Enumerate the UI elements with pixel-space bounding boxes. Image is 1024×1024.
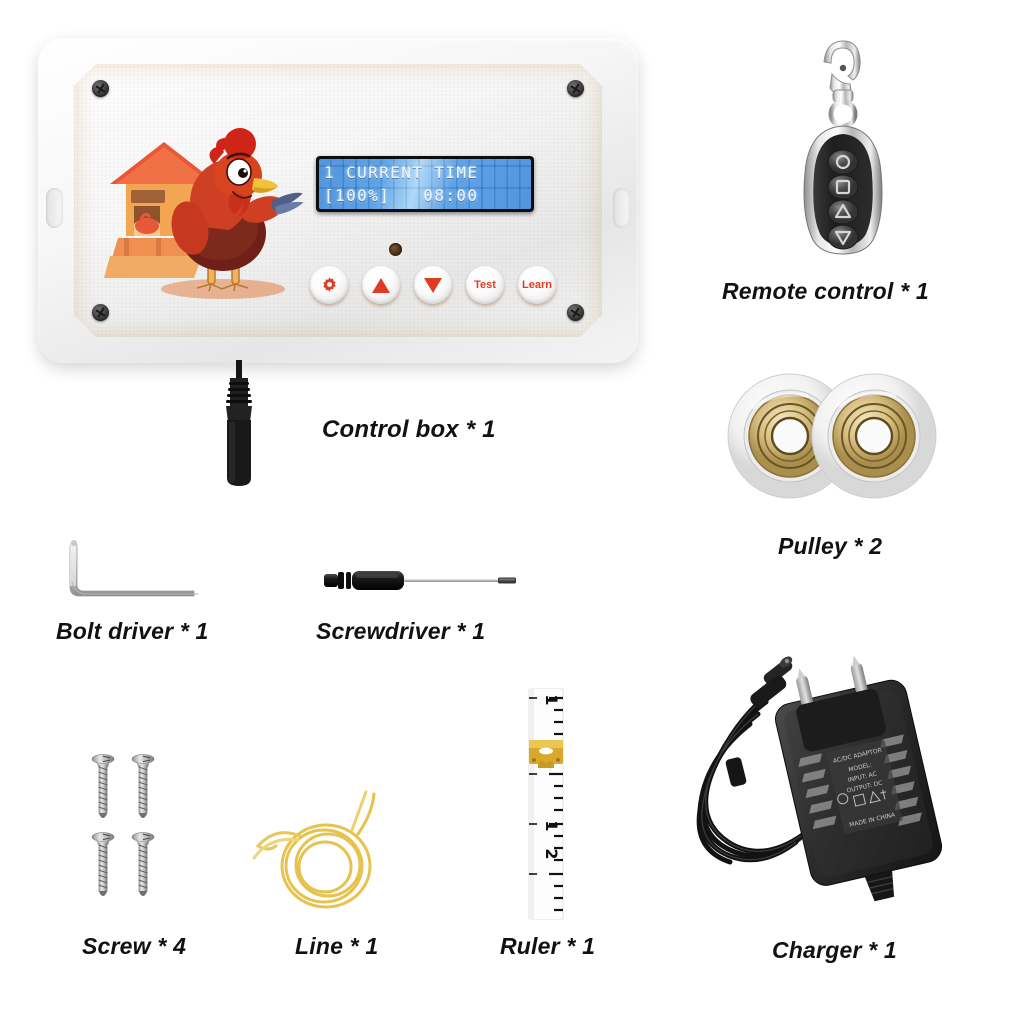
caption-pulley: Pulley * 2	[778, 533, 883, 559]
down-button	[827, 224, 859, 250]
test-button[interactable]: Test	[466, 266, 504, 304]
pulley-wheel-2	[811, 373, 937, 499]
power-adapter-charger: AC/DC ADAPTOR MODEL: INPUT: AC OUTPUT: D…	[696, 655, 943, 902]
case-screw-bottom-left	[92, 304, 109, 321]
circle-icon	[835, 154, 851, 170]
screw-4	[131, 832, 155, 897]
control-button-row: Test Learn	[310, 266, 556, 304]
adapter-label: AC/DC ADAPTOR MODEL: INPUT: AC OUTPUT: D…	[826, 739, 903, 834]
up-button	[827, 199, 859, 225]
remote-buttons	[827, 149, 859, 250]
caption-line: Line * 1	[295, 933, 379, 959]
caption-control-box: Control box * 1	[322, 416, 496, 443]
learn-button[interactable]: Learn	[518, 266, 556, 304]
caption-ruler: Ruler * 1	[500, 933, 596, 959]
triangle-up-icon	[372, 277, 390, 293]
caption-screw: Screw * 4	[82, 933, 187, 959]
up-button[interactable]	[362, 266, 400, 304]
square-icon	[835, 179, 851, 195]
tape-measure: 1 1 2	[528, 688, 564, 920]
mounting-ear-left	[46, 188, 63, 228]
screw-set	[91, 754, 155, 897]
triangle-up-icon	[834, 203, 852, 219]
svg-text:1: 1	[542, 694, 561, 705]
bolt-driver-hex-key	[69, 540, 198, 597]
screw-2	[131, 754, 155, 819]
keyring-clasp	[823, 40, 861, 129]
svg-text:1: 1	[542, 820, 561, 831]
svg-text:2: 2	[542, 848, 561, 859]
mounting-ear-right	[613, 188, 630, 228]
screw-3	[91, 832, 115, 897]
case-screw-bottom-right	[567, 304, 584, 321]
gear-icon	[322, 276, 336, 292]
lcd-line-1: 1 CURRENT TIME	[324, 163, 479, 182]
settings-button[interactable]	[310, 266, 348, 304]
caption-screwdriver: Screwdriver * 1	[316, 618, 486, 644]
lcd-line-2: [100%] 08:00	[324, 186, 479, 205]
rooster-artwork	[104, 128, 304, 299]
screw-1	[91, 754, 115, 819]
led-indicator	[389, 243, 402, 256]
caption-remote-control: Remote control * 1	[722, 278, 929, 304]
down-button[interactable]	[414, 266, 452, 304]
triangle-down-icon	[834, 230, 852, 246]
caption-charger: Charger * 1	[772, 937, 897, 963]
dc-barrel-tip	[750, 656, 793, 708]
case-screw-top-left	[92, 80, 109, 97]
screwdriver	[324, 571, 516, 590]
remote-control	[803, 40, 883, 255]
caption-bolt-driver: Bolt driver * 1	[56, 618, 209, 644]
eu-plug-pins	[796, 655, 886, 752]
triangle-down-icon	[424, 277, 442, 293]
control-box: 1 CURRENT TIME [100%] 08:00 Test Learn	[38, 38, 638, 486]
circle-button	[827, 149, 859, 175]
lcd-display: 1 CURRENT TIME [100%] 08:00	[316, 156, 534, 212]
lcd-screen: 1 CURRENT TIME [100%] 08:00	[319, 159, 531, 209]
square-button	[827, 174, 859, 200]
line-coil	[252, 790, 376, 909]
tape-end-clip	[529, 740, 563, 768]
dc-barrel-plug	[226, 360, 252, 486]
case-screw-top-right	[567, 80, 584, 97]
pulley-pair	[727, 373, 937, 499]
